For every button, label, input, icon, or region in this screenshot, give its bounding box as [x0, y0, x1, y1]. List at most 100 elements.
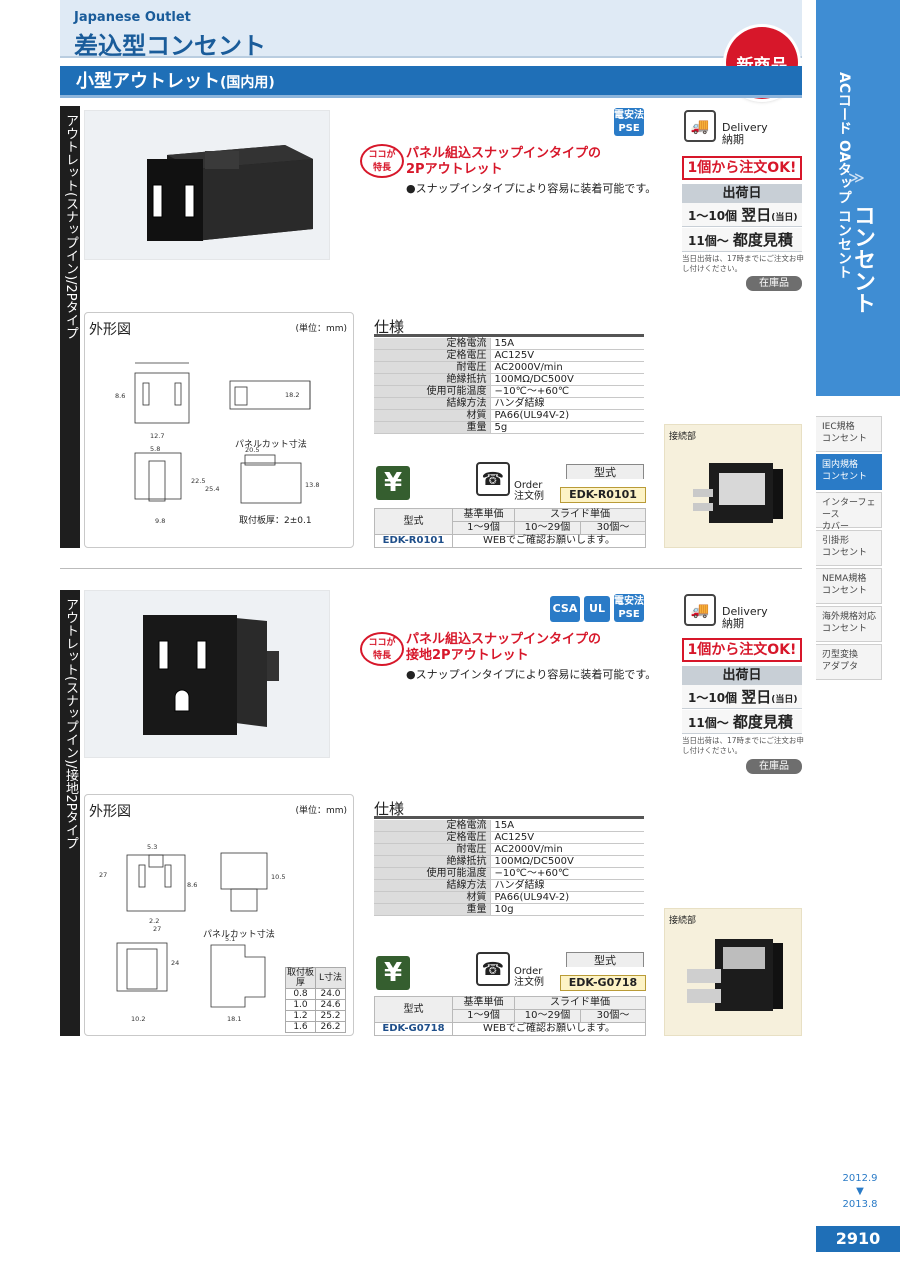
- svg-text:8.6: 8.6: [187, 881, 197, 889]
- product1-connection-photo: 接続部: [664, 424, 802, 548]
- outline-unit: (単位：mm): [295, 324, 347, 334]
- spec-row: 結線方法ハンダ結線: [374, 879, 644, 893]
- product1-feature-body: ●スナップインタイプにより容易に装着可能です。: [406, 182, 657, 195]
- outline-label: 外形図: [89, 804, 131, 820]
- plate-thickness: 取付板厚：2±0.1: [239, 516, 312, 526]
- cert-pse-badge: 電安法 PSE: [614, 108, 644, 136]
- order-model-value: EDK-G0718: [560, 975, 646, 991]
- price-message: WEBでご確認お願いします。: [452, 534, 646, 548]
- connection-image: [687, 939, 783, 1011]
- outlet-2p-image: [147, 145, 313, 241]
- svg-text:2.2: 2.2: [149, 917, 159, 925]
- ship-row-2: 11個〜 都度見積: [682, 228, 802, 252]
- product2-feature-title-1: パネル組込スナップインタイプの: [406, 632, 602, 647]
- svg-text:10.2: 10.2: [131, 1015, 145, 1023]
- price-col-slide: スライド単価: [514, 996, 646, 1010]
- cert-pse-badge: 電安法 PSE: [614, 594, 644, 622]
- tab-nema[interactable]: NEMA規格 コンセント: [816, 568, 882, 604]
- order-model-label: 型式: [566, 464, 644, 479]
- ship-row-2: 11個〜 都度見積: [682, 710, 802, 734]
- svg-text:10.5: 10.5: [271, 873, 285, 881]
- nav-section-main[interactable]: コンセント: [850, 204, 875, 314]
- svg-text:22.5: 22.5: [191, 477, 205, 485]
- product1-feature-title-1: パネル組込スナップインタイプの: [406, 146, 602, 161]
- spec-title-rule: [374, 334, 644, 337]
- order-ok-badge: 1個から注文OK!: [682, 156, 802, 180]
- ship-row-1: 1〜10個 翌日(当日): [682, 203, 802, 227]
- price-qty-3: 30個〜: [580, 521, 646, 535]
- order-model-value: EDK-R0101: [560, 487, 646, 503]
- header-title: 差込型コンセント: [74, 32, 266, 60]
- outline-drawing: 8.6 12.7 5.8 22.5 25.4 20.5 13.8 9.8 18.…: [115, 362, 319, 525]
- price-qty-2: 10〜29個: [514, 521, 581, 535]
- order-model-label: 型式: [566, 952, 644, 967]
- product2-feature-title-2: 接地2Pアウトレット: [406, 648, 529, 663]
- tab-adapter[interactable]: 刃型変換 アダプタ: [816, 644, 882, 680]
- date-from: 2012.9: [842, 1173, 878, 1184]
- spec-row: 結線方法ハンダ結線: [374, 397, 644, 411]
- svg-text:13.8: 13.8: [305, 481, 319, 489]
- tab-iec[interactable]: IEC規格 コンセント: [816, 416, 882, 452]
- phone-icon: ☎: [476, 952, 510, 986]
- svg-text:9.8: 9.8: [155, 517, 165, 525]
- tab-overseas[interactable]: 海外規格対応 コンセント: [816, 606, 882, 642]
- outlet-grounded-image: [143, 615, 279, 735]
- truck-icon: 🚚: [684, 110, 716, 142]
- outline-label: 外形図: [89, 322, 131, 338]
- product2-price-table: 型式 基準単価 スライド単価 1〜9個 10〜29個 30個〜 EDK-G071…: [374, 996, 646, 1036]
- header-subtitle: Japanese Outlet: [74, 10, 191, 25]
- tab-interface-cover[interactable]: インターフェース カバー: [816, 492, 882, 532]
- chevron-down-icon: ≫: [848, 168, 865, 187]
- tab-locking[interactable]: 引掛形 コンセント: [816, 530, 882, 566]
- connection-label: 接続部: [669, 916, 697, 926]
- yen-icon: ¥: [376, 956, 410, 990]
- category-title: 小型アウトレット: [76, 71, 220, 92]
- cert-csa-badge: CSA: [550, 596, 580, 622]
- product2-outline-box: 外形図 (単位：mm) 27 5.3 2.2 27 10.5 8.6 24 5.…: [84, 794, 354, 1036]
- svg-text:5.8: 5.8: [150, 445, 160, 453]
- price-qty-1: 1〜9個: [452, 1009, 515, 1023]
- svg-text:27: 27: [99, 871, 107, 879]
- price-col-base: 基準単価: [452, 996, 515, 1010]
- stock-badge: 在庫品: [746, 759, 802, 774]
- feature-badge: ココが 特長: [360, 144, 404, 178]
- svg-text:5.3: 5.3: [147, 843, 157, 851]
- product1-photo: [84, 110, 330, 260]
- page-number: 2910: [816, 1226, 900, 1252]
- product1-side-label: アウトレット(スナップイン)/2Pタイプ: [60, 106, 80, 548]
- price-col-base: 基準単価: [452, 508, 515, 522]
- product2-side-label: アウトレット(スナップイン)/接地2Pタイプ: [60, 590, 80, 1036]
- price-col-model: 型式: [374, 508, 453, 535]
- spec-row: 使用可能温度−10℃〜+60℃: [374, 385, 644, 399]
- tab-domestic[interactable]: 国内規格 コンセント: [816, 454, 882, 490]
- product-separator: [60, 568, 802, 569]
- price-col-model: 型式: [374, 996, 453, 1023]
- nav-section-top[interactable]: ACコード OAタップ コンセント: [836, 72, 852, 280]
- cert-ul-badge: UL: [584, 596, 610, 622]
- price-model: EDK-R0101: [374, 534, 453, 548]
- product2-photo: [84, 590, 330, 758]
- ship-date-title: 出荷日: [682, 184, 802, 203]
- date-arrow: ▼: [856, 1186, 864, 1197]
- ship-row-1: 1〜10個 翌日(当日): [682, 685, 802, 709]
- page-header: Japanese Outlet 差込型コンセント: [60, 0, 802, 60]
- svg-text:8.6: 8.6: [115, 392, 125, 400]
- date-range: 2012.9 ▼ 2013.8: [830, 1172, 890, 1211]
- product2-connection-photo: 接続部: [664, 908, 802, 1036]
- product1-feature-title-2: 2Pアウトレット: [406, 162, 503, 177]
- svg-text:27: 27: [153, 925, 161, 933]
- ship-date-title: 出荷日: [682, 666, 802, 685]
